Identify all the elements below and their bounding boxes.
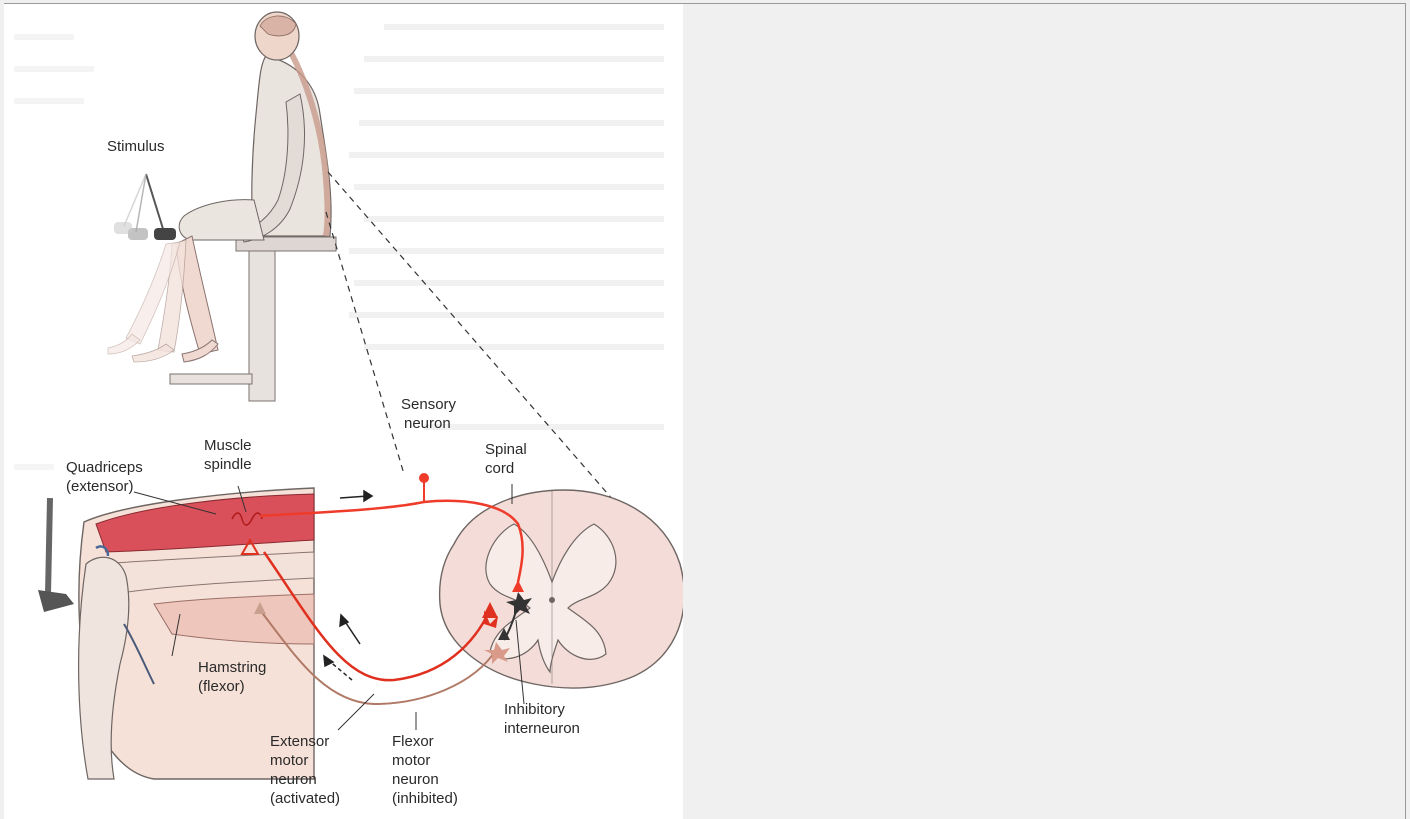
direction-arrows	[324, 491, 372, 680]
label-flexor-motor-neuron: Flexor motor neuron (inhibited)	[392, 733, 458, 807]
label-spinal-cord: Spinal cord	[485, 441, 531, 477]
label-quadriceps: Quadriceps (extensor)	[66, 459, 147, 495]
label-muscle-spindle: Muscle spindle	[204, 437, 256, 473]
seated-person-illustration	[108, 12, 336, 401]
label-stimulus: Stimulus	[107, 138, 165, 155]
label-inhibitory-interneuron: Inhibitory interneuron	[504, 701, 580, 737]
bleed-through-text	[14, 24, 664, 470]
spinal-cord-cross-section	[440, 490, 683, 688]
knee-jerk-reflex-figure: Stimulus Sensory neuron Muscle spindle Q…	[4, 4, 683, 819]
sensory-neuron-cell-body	[419, 473, 429, 483]
reflex-diagram-svg: Stimulus Sensory neuron Muscle spindle Q…	[4, 4, 683, 819]
